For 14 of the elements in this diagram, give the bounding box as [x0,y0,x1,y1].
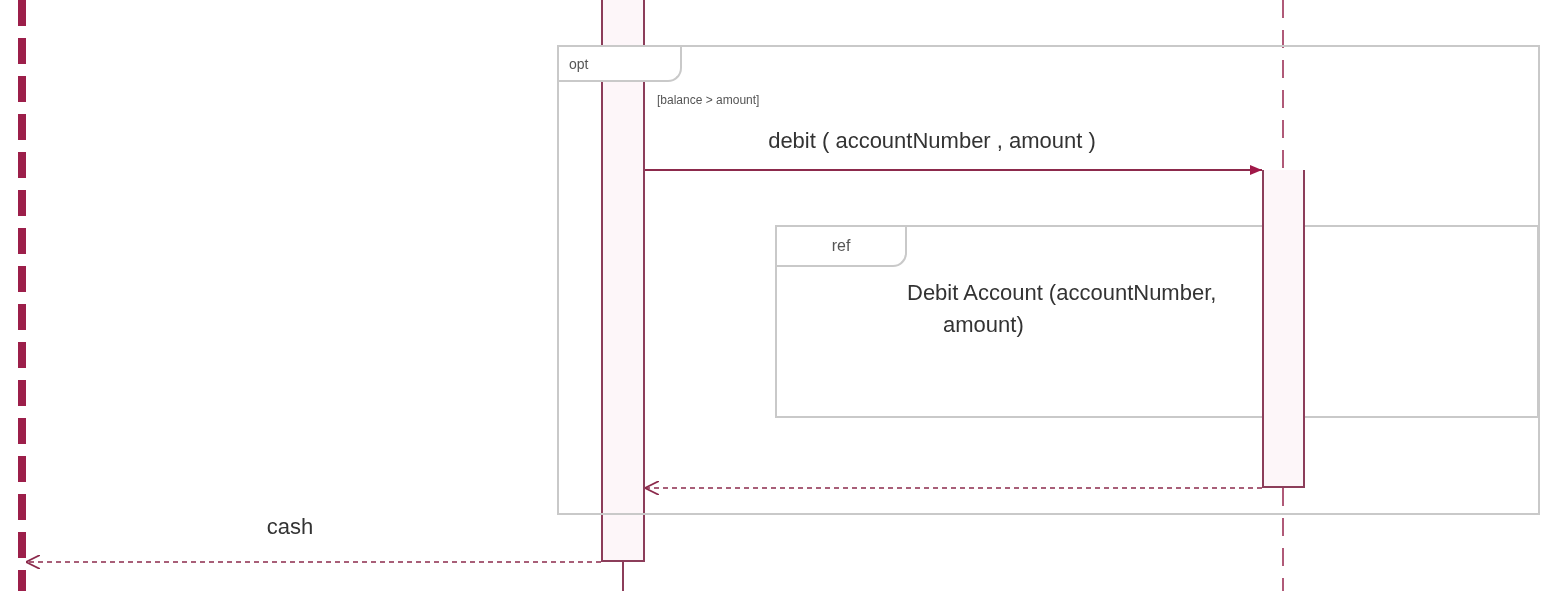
guard-condition: [balance > amount] [655,93,762,107]
lifeline [18,0,26,591]
activation-bar [1262,170,1305,488]
ref-frame [775,225,1539,418]
message-label: cash [266,514,314,540]
frame-operator-label: opt [559,47,682,82]
combined-fragment-frame [557,45,1540,515]
message-arrow [644,165,1263,175]
interaction-reference-text: Debit Account (accountNumber, amount) [907,279,1218,339]
message-label: debit ( accountNumber , amount ) [768,128,1096,154]
activation-bar [601,0,645,562]
frame-operator-label: ref [777,227,907,267]
return-message-arrow [25,554,602,570]
return-message-arrow [644,480,1263,496]
